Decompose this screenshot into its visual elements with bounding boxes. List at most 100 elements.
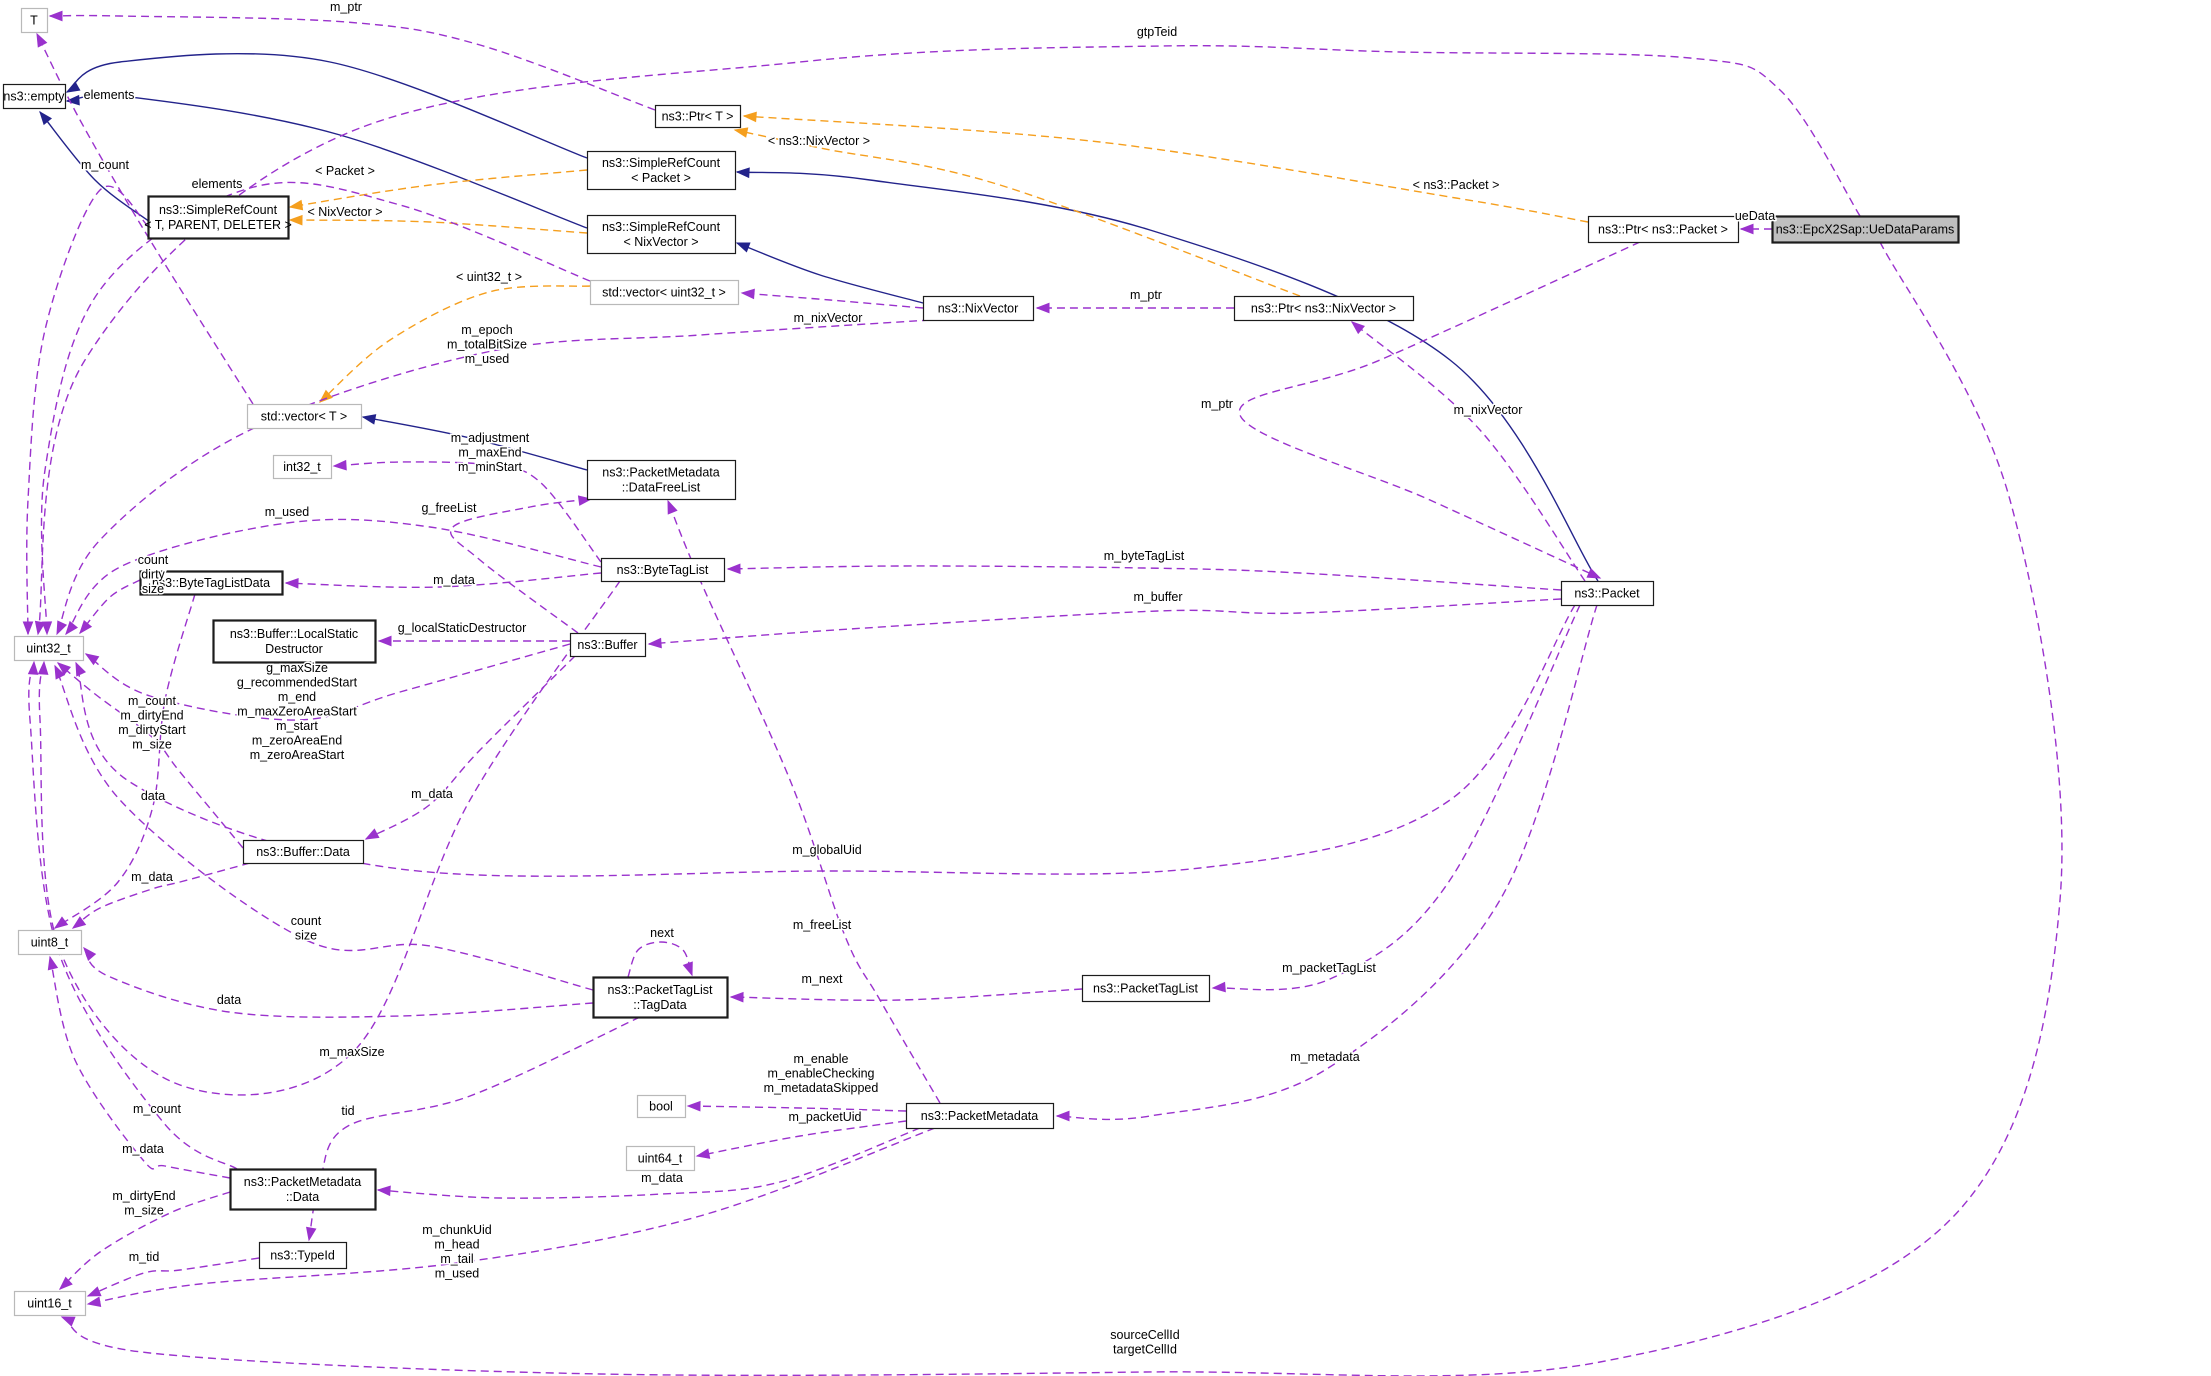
- edge-m_metadata-packet-pmeta: [1055, 604, 1598, 1122]
- edge-label-data-tagdata-u8: data: [217, 993, 241, 1007]
- node-label: ns3::TypeId: [270, 1249, 335, 1263]
- node-label: ns3::SimpleRefCount: [159, 203, 278, 217]
- edge-label-g_freeList: g_freeList: [422, 501, 477, 515]
- node-label: ns3::PacketTagList: [608, 983, 713, 997]
- edge-inherit-srcnix-empty: [65, 94, 588, 229]
- edge-label-tmpl-ptrpkt-ptrt: < ns3::Packet >: [1413, 178, 1500, 192]
- node-label: T: [30, 14, 38, 28]
- node-label: ns3::Buffer: [577, 638, 637, 652]
- edge-m_ptr-ptrpkt-packet: [1238, 241, 1641, 579]
- edge-gtpTeid: [34, 44, 1861, 636]
- node-label: ns3::Ptr< ns3::Packet >: [1598, 223, 1728, 237]
- node-label: uint32_t: [26, 642, 71, 656]
- node-u32: uint32_t: [13, 635, 85, 662]
- edge-data-tagdata-u8: [83, 946, 594, 1018]
- edge-inherit-nixvec-srcnix: [735, 242, 924, 304]
- edge-label-tmpl-srcnix-srctpd: < NixVector >: [307, 205, 382, 219]
- node-typeid[interactable]: ns3::TypeId: [258, 1241, 348, 1270]
- edge-m_data-pmddata-u8: [47, 955, 231, 1179]
- node-ptr_t[interactable]: ns3::Ptr< T >: [654, 104, 742, 129]
- edge-tmpl-srcnix-srctpd: [288, 214, 588, 234]
- edge-label-m_data-pmddata-u8: m_data: [122, 1142, 164, 1156]
- node-nixvec[interactable]: ns3::NixVector: [922, 295, 1035, 322]
- edge-elements-vect-t: [36, 32, 254, 405]
- edge-label-m_data-btl-btld: m_data: [433, 573, 475, 587]
- node-ptr_nix[interactable]: ns3::Ptr< ns3::NixVector >: [1233, 295, 1415, 322]
- edge-m_dirtyEnd-pmddata-u16: [58, 1191, 231, 1290]
- node-btld[interactable]: ns3::ByteTagListData: [139, 570, 284, 596]
- edge-m_maxSize-btl-u32: [37, 580, 621, 1096]
- edge-label-m_count-pmddata-u32: m_count: [133, 1102, 181, 1116]
- edge-m_next-ptl-tagdata: [729, 988, 1083, 1003]
- edge-count-dirty-size-btld-u32: [79, 579, 141, 635]
- edge-label-m_packetTagList-packet-ptl: m_packetTagList: [1282, 961, 1376, 975]
- node-vec_u32: std::vector< uint32_t >: [589, 279, 740, 306]
- node-uedata: ns3::EpcX2Sap::UeDataParams: [1771, 215, 1960, 244]
- edge-m_tid-typeid-u16: [86, 1257, 260, 1297]
- node-dfl[interactable]: ns3::PacketMetadata::DataFreeList: [586, 459, 737, 501]
- edge-elements-vecu32-u32: [40, 181, 591, 636]
- edge-label-elements-vecu32-u32: elements: [192, 177, 243, 191]
- edge-m_globalUid-packet-u32: [75, 604, 1576, 877]
- edge-label-m_nixVector-nixvec-vecu32: m_nixVector: [794, 311, 863, 325]
- node-pmd_data[interactable]: ns3::PacketMetadata::Data: [229, 1168, 377, 1211]
- edge-count-size-tagdata-u32: [54, 664, 594, 991]
- node-packet[interactable]: ns3::Packet: [1560, 580, 1655, 607]
- node-pmeta[interactable]: ns3::PacketMetadata: [905, 1102, 1055, 1130]
- edge-m_count-bufdata-u32: [56, 662, 244, 849]
- edge-g_localStaticDestructor: [377, 635, 570, 647]
- node-empty[interactable]: ns3::empty: [2, 83, 67, 110]
- node-ptl[interactable]: ns3::PacketTagList: [1081, 974, 1211, 1003]
- node-label: ns3::Ptr< ns3::NixVector >: [1251, 302, 1396, 316]
- node-btl[interactable]: ns3::ByteTagList: [600, 557, 726, 583]
- edge-m_data-btl-btld: [284, 572, 602, 589]
- node-label: ns3::ByteTagListData: [152, 576, 270, 590]
- edge-label-m_ptr-ptrnix-nixvec: m_ptr: [1130, 288, 1162, 302]
- node-ptr_pkt[interactable]: ns3::Ptr< ns3::Packet >: [1587, 215, 1740, 244]
- node-bufdata[interactable]: ns3::Buffer::Data: [242, 839, 365, 865]
- edge-m_adjustment-btl-int32: [332, 459, 602, 563]
- node-label: ns3::PacketMetadata: [244, 1175, 361, 1189]
- node-label: ns3::Buffer::LocalStatic: [230, 627, 358, 641]
- edge-inherit-dfl-vect: [361, 414, 588, 471]
- edge-label-m_metadata-packet-pmeta: m_metadata: [1290, 1050, 1360, 1064]
- edge-label-m_ptr-ptrt-t: m_ptr: [330, 0, 362, 14]
- node-label: < T, PARENT, DELETER >: [144, 218, 292, 232]
- node-label: uint16_t: [27, 1297, 72, 1311]
- edge-g_freeList: [450, 495, 593, 634]
- node-label: ns3::PacketTagList: [1093, 982, 1198, 996]
- edge-tmpl-ptrpkt-ptrt: [742, 111, 1589, 223]
- edge-label-ueData: ueData: [1735, 209, 1775, 223]
- edge-ueData: [1739, 223, 1772, 235]
- node-buffer[interactable]: ns3::Buffer: [569, 632, 647, 658]
- edge-label-gtpTeid: gtpTeid: [1137, 25, 1177, 39]
- edge-label-next-tagdata-self: next: [650, 926, 674, 940]
- edge-label-m_count-srctpd-u32: m_count: [81, 158, 129, 172]
- node-t: T: [20, 7, 49, 34]
- edge-label-m_maxSize-btl-u32: m_maxSize: [319, 1045, 384, 1059]
- edge-m_ptr-ptrnix-nixvec: [1035, 302, 1235, 314]
- edge-label-m_byteTagList-packet-btl: m_byteTagList: [1104, 549, 1185, 563]
- edge-m_packetUid-pmeta-u64: [695, 1120, 907, 1159]
- edge-label-tid-tagdata-typeid: tid: [341, 1104, 354, 1118]
- edge-label-m_data-buffer-bufdata: m_data: [411, 787, 453, 801]
- node-label: < NixVector >: [623, 235, 698, 249]
- edge-m_data-bufdata-u8: [71, 862, 251, 929]
- node-src_packet[interactable]: ns3::SimpleRefCount< Packet >: [586, 150, 737, 191]
- node-label: ::Data: [286, 1190, 319, 1204]
- node-tagdata[interactable]: ns3::PacketTagList::TagData: [592, 976, 729, 1019]
- node-src_tpd[interactable]: ns3::SimpleRefCount< T, PARENT, DELETER …: [144, 195, 292, 240]
- node-label: uint64_t: [638, 1152, 683, 1166]
- node-vec_t: std::vector< T >: [246, 403, 363, 430]
- edge-m_epoch-nixvec-u32: [56, 319, 931, 636]
- node-src_nix[interactable]: ns3::SimpleRefCount< NixVector >: [586, 214, 737, 255]
- node-label: ns3::ByteTagList: [617, 563, 709, 577]
